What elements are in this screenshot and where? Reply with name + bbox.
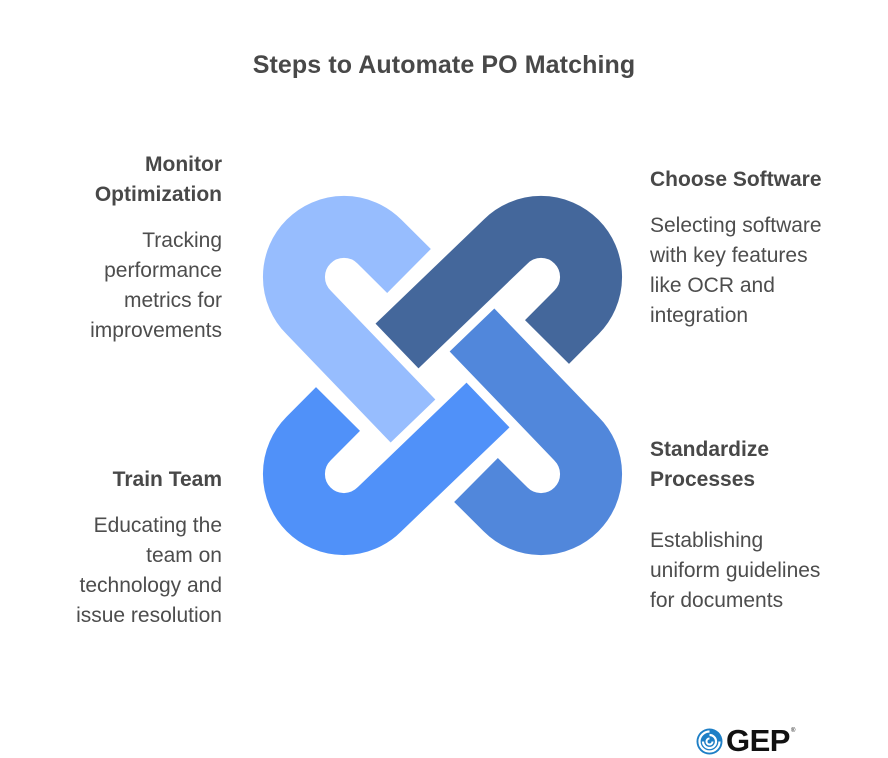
logo-text: GEP xyxy=(726,723,790,758)
link-train-team xyxy=(262,382,510,556)
swirl-icon xyxy=(696,728,723,754)
step-choose-software: Choose Software Selecting software with … xyxy=(650,165,880,331)
step-description: Establishing uniform guidelines for docu… xyxy=(650,529,821,612)
step-description: Educating the team on technology and iss… xyxy=(76,514,222,627)
step-heading: Choose Software xyxy=(650,168,822,191)
registered-mark: ® xyxy=(790,728,796,734)
diagram-title: Steps to Automate PO Matching xyxy=(252,51,636,79)
step-heading: Train Team xyxy=(112,468,222,491)
step-description: Tracking performance metrics for improve… xyxy=(90,229,222,342)
link-monitor-optimization xyxy=(262,195,436,443)
step-description: Selecting software with key features lik… xyxy=(650,214,822,327)
step-heading: Standardize Processes xyxy=(650,438,770,491)
link-standardize-processes xyxy=(449,308,623,556)
step-monitor-optimization: Monitor Optimization Tracking performanc… xyxy=(0,150,222,346)
link-choose-software xyxy=(375,195,623,369)
gep-logo: GEP ® xyxy=(696,724,795,758)
step-heading: Monitor Optimization xyxy=(94,153,222,206)
step-train-team: Train Team Educating the team on technol… xyxy=(0,465,222,631)
step-standardize-processes: Standardize Processes Establishing unifo… xyxy=(650,435,880,616)
